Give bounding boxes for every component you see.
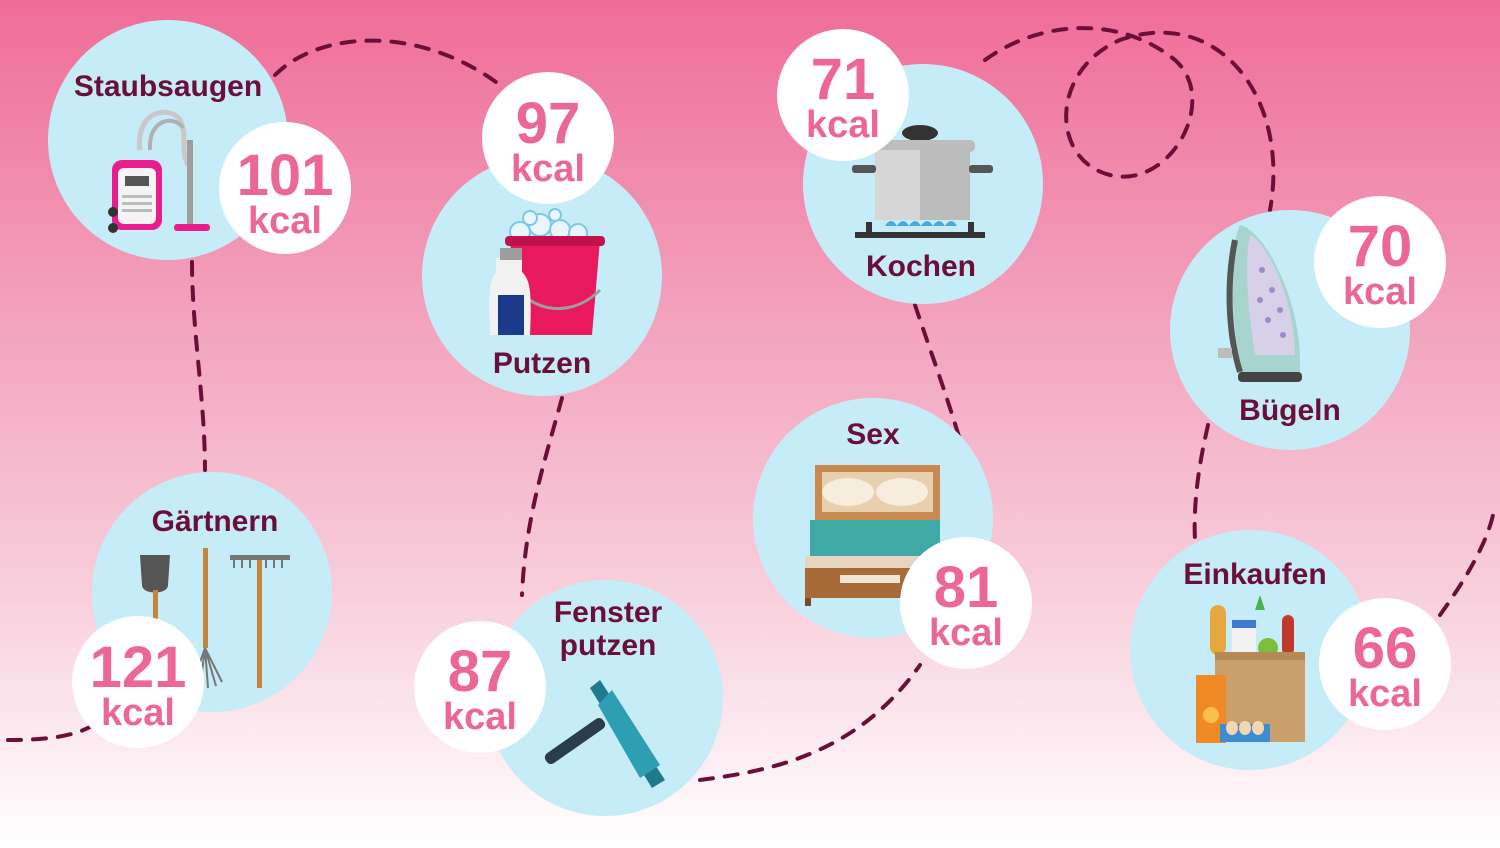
badge-gaertnern — [72, 616, 204, 748]
kcal-kochen: 71 kcal — [783, 47, 903, 147]
label-fenster-line2: putzen — [559, 629, 657, 662]
label-kochen: Kochen — [865, 250, 976, 283]
kcal-putzen: 97 kcal — [488, 91, 608, 191]
kcal-value: 81 — [933, 555, 999, 620]
kcal-gaertnern: 121 kcal — [78, 635, 198, 735]
kcal-value: 97 — [515, 91, 581, 156]
iron-icon — [1218, 225, 1302, 382]
label-buegeln: Bügeln — [1239, 394, 1341, 427]
label-gaertnern: Gärtnern — [151, 505, 279, 538]
label-sex: Sex — [846, 418, 900, 451]
kcal-unit: kcal — [101, 692, 175, 735]
squeegee-icon — [544, 680, 665, 788]
badge-staubsaugen — [219, 122, 351, 254]
kcal-unit: kcal — [929, 612, 1003, 655]
badge-sex — [900, 537, 1032, 669]
kcal-value: 71 — [810, 47, 876, 112]
label-fenster: Fenster putzen — [528, 596, 688, 662]
kcal-value: 101 — [236, 143, 334, 208]
kcal-value: 87 — [447, 639, 513, 704]
cleaning-bucket-icon — [489, 208, 605, 335]
kcal-fenster: 87 kcal — [420, 639, 540, 739]
badge-putzen — [482, 72, 614, 204]
kcal-unit: kcal — [1348, 673, 1422, 716]
kcal-unit: kcal — [806, 104, 880, 147]
badge-einkaufen — [1319, 598, 1451, 730]
kcal-unit: kcal — [248, 200, 322, 243]
kcal-value: 66 — [1352, 616, 1418, 681]
badge-kochen — [777, 29, 909, 161]
kcal-unit: kcal — [511, 148, 585, 191]
badge-fenster — [414, 621, 546, 753]
label-putzen: Putzen — [492, 347, 592, 380]
kcal-unit: kcal — [443, 696, 517, 739]
kcal-buegeln: 70 kcal — [1320, 214, 1440, 314]
cooking-pot-icon — [852, 125, 993, 238]
label-fenster-line1: Fenster — [553, 596, 663, 629]
kcal-value: 121 — [89, 635, 187, 700]
kcal-staubsaugen: 101 kcal — [225, 143, 345, 243]
kcal-einkaufen: 66 kcal — [1325, 616, 1445, 716]
kcal-unit: kcal — [1343, 271, 1417, 314]
badge-buegeln — [1314, 196, 1446, 328]
kcal-sex: 81 kcal — [906, 555, 1026, 655]
label-staubsaugen: Staubsaugen — [73, 70, 263, 103]
kcal-value: 70 — [1347, 214, 1413, 279]
grocery-bag-icon — [1196, 595, 1305, 743]
label-einkaufen: Einkaufen — [1183, 558, 1327, 591]
garden-tools-icon — [140, 548, 290, 689]
vacuum-cleaner-icon — [108, 109, 210, 233]
